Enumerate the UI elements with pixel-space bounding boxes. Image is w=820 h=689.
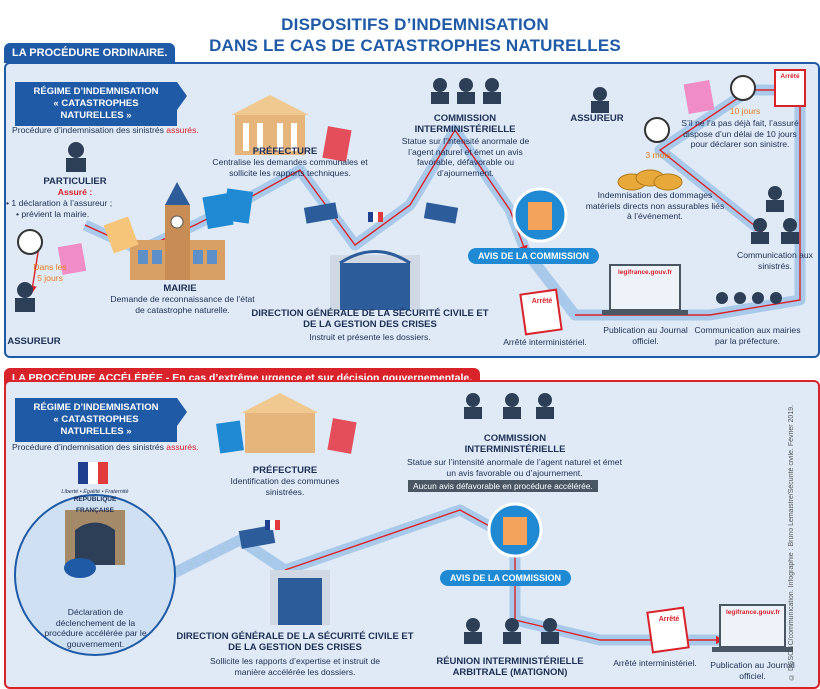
commission-accelerated-title: COMMISSION INTERMINISTÉRIELLE (464, 433, 566, 455)
assure-label: Assuré : (57, 187, 93, 197)
commission-text: Statue sur l’intensité anormale de l’age… (401, 136, 530, 178)
commission-accelerated-text: Statue sur l’intensité anormale de l’age… (407, 457, 622, 478)
accelerated-regime-banner: RÉGIME D’INDEMNISATION « CATASTROPHES NA… (15, 398, 187, 442)
mairie-title: MAIRIE (163, 283, 197, 294)
arrete-doc-label: Arrêté (531, 298, 553, 305)
motto: Liberté • Égalité • Fraternité (61, 489, 129, 495)
commission-magnifier (487, 187, 568, 558)
publication-accelerated-text: Publication au Journal officiel. (710, 660, 795, 681)
ten-days-text: S’il ne l’a pas déjà fait, l’assuré disp… (681, 118, 799, 149)
doc-icon (216, 420, 244, 454)
arrete-docs (519, 69, 806, 654)
communication-sinistres-text: Communication aux sinistrés. (737, 250, 813, 271)
indemnisation-text: Indemnisation des dommages matériels dir… (585, 190, 725, 221)
doc-icon (327, 418, 357, 454)
mairie-text: Demande de reconnaissance de l’état de c… (110, 294, 255, 315)
dgscgc-text: Instruit et présente les dossiers. (309, 332, 431, 342)
clock-icons (17, 75, 756, 255)
publication-text: Publication au Journal officiel. (603, 325, 688, 346)
credit-text: © DGSCGC/communication. Infographie : Br… (788, 404, 795, 680)
prefecture-building (231, 95, 309, 155)
prefecture-accelerated-text: Identification des communes sinistrées. (230, 476, 340, 497)
republique-label: RÉPUBLIQUE FRANÇAISE (73, 496, 117, 514)
people-icons (15, 78, 799, 644)
prefecture-building-accelerated (241, 393, 319, 453)
arrete-accelerated-text: Arrêté interministériel. (613, 658, 697, 668)
assureur-left-title: ASSUREUR (7, 336, 61, 347)
government-circle (14, 462, 176, 656)
legifrance-accelerated-label: legifrance.gouv.fr (725, 609, 781, 616)
prefecture-accelerated-title: PRÉFECTURE (252, 465, 318, 476)
dgscgc-title: DIRECTION GÉNÉRALE DE LA SÉCURITÉ CIVILE… (251, 308, 489, 330)
avis-commission-badge: AVIS DE LA COMMISSION (468, 248, 600, 264)
reunion-title: RÉUNION INTERMINISTÉRIELLE ARBITRALE (MA… (436, 656, 584, 678)
particulier-title: PARTICULIER (43, 176, 107, 187)
page-title: DISPOSITIFS D’INDEMNISATION DANS LE CAS … (209, 15, 621, 55)
communication-mairies-text: Communication aux mairies par la préfect… (694, 325, 801, 346)
prefecture-text: Centralise les demandes communales et so… (212, 157, 368, 178)
assure-items: • 1 déclaration à l’assureur ;• prévient… (6, 198, 113, 219)
documents-icons (57, 79, 715, 275)
five-days-label: Dans les 5 jours (33, 262, 67, 283)
doc-icon (238, 525, 276, 549)
commission-title: COMMISSION INTERMINISTÉRIELLE (414, 113, 516, 135)
legifrance-label: legifrance.gouv.fr (617, 269, 673, 276)
coins-icon (617, 169, 683, 191)
dgscgc-accelerated-title: DIRECTION GÉNÉRALE DE LA SÉCURITÉ CIVILE… (176, 631, 414, 653)
ordinary-regime-banner: RÉGIME D’INDEMNISATION « CATASTROPHES NA… (15, 82, 187, 126)
arrete-text: Arrêté interministériel. (503, 337, 587, 347)
avis-commission-accelerated-badge: AVIS DE LA COMMISSION (440, 570, 572, 586)
flag-icons (265, 212, 383, 530)
arrete-doc-label: Arrêté (780, 73, 800, 80)
prefecture-title: PRÉFECTURE (252, 146, 318, 157)
accelerated-procedure-text: Procédure d’indemnisation des sinistrés … (12, 442, 199, 452)
assureur-right-title: ASSUREUR (570, 113, 624, 124)
dgscgc-gate-accelerated (270, 570, 330, 625)
ordinary-procedure-text: Procédure d’indemnisation des sinistrés … (12, 125, 199, 135)
three-months-label: 3 mois (645, 150, 671, 160)
ordinary-procedure-tab: LA PROCÉDURE ORDINAIRE. (4, 43, 176, 63)
aucun-avis-box: Aucun avis défavorable en procédure accé… (408, 480, 598, 492)
declaration-text: Déclaration de déclenchement de la procé… (44, 607, 147, 649)
ten-days-label: 10 jours (729, 106, 761, 116)
dgscgc-accelerated-text: Sollicite les rapports d’expertise et in… (209, 656, 381, 677)
mairie-building (130, 182, 225, 280)
dgscgc-gate (330, 250, 420, 310)
arrete-doc-label: Arrêté (658, 616, 680, 623)
laptop-icons (602, 264, 793, 652)
